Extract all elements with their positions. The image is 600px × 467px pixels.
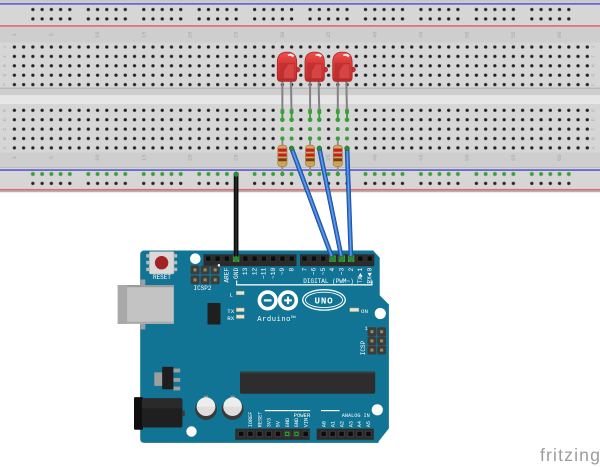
svg-text:5: 5 [48,33,55,36]
svg-text:5: 5 [48,156,55,159]
svg-text:0: 0 [366,268,373,272]
svg-text:A5: A5 [366,421,372,427]
svg-text:I: I [590,55,596,58]
svg-text:G: G [590,74,596,77]
svg-text:30: 30 [279,31,286,38]
svg-text:J: J [2,45,8,48]
svg-text:1: 1 [357,268,364,272]
svg-text:VIN: VIN [303,418,309,427]
svg-text:A4: A4 [357,421,363,427]
svg-text:60: 60 [556,154,563,161]
svg-text:~10: ~10 [270,268,277,279]
svg-text:POWER: POWER [294,412,311,419]
svg-text:50: 50 [464,31,471,38]
svg-text:D: D [2,118,8,121]
svg-text:D: D [590,118,596,121]
svg-text:A1: A1 [330,421,336,427]
svg-text:10: 10 [94,31,101,38]
svg-text:G: G [2,74,8,77]
svg-text:A3: A3 [348,421,354,427]
svg-text:UNO: UNO [315,295,334,306]
svg-text:I: I [2,55,8,58]
svg-text:3V3: 3V3 [267,418,273,427]
svg-text:C: C [590,128,596,131]
svg-text:A0: A0 [321,421,327,427]
svg-text:55: 55 [510,31,517,38]
svg-text:AREF: AREF [224,268,231,283]
svg-text:ICSP2: ICSP2 [193,285,211,292]
svg-text:60: 60 [556,31,563,38]
svg-text:A2: A2 [339,421,345,427]
svg-text:ANALOG IN: ANALOG IN [342,413,370,419]
svg-text:13: 13 [242,268,249,276]
svg-text:B: B [590,137,596,140]
svg-text:H: H [590,64,596,67]
svg-text:RESET: RESET [257,412,263,428]
svg-text:8: 8 [288,268,295,272]
svg-text:C: C [2,128,8,131]
svg-text:GND: GND [294,418,300,427]
svg-text:RX: RX [227,315,234,322]
svg-text:TX: TX [357,276,364,284]
svg-text:20: 20 [187,154,194,161]
svg-text:7: 7 [301,268,308,272]
svg-text:45: 45 [418,154,425,161]
svg-text:40: 40 [371,154,378,161]
svg-text:20: 20 [187,31,194,38]
svg-text:DIGITAL (PWM~): DIGITAL (PWM~) [303,278,353,285]
svg-text:Arduino™: Arduino™ [257,315,296,324]
svg-text:E: E [590,109,596,112]
svg-text:B: B [2,137,8,140]
svg-text:1: 1 [11,32,18,36]
svg-text:F: F [590,83,596,86]
svg-text:15: 15 [140,154,147,161]
svg-text:A: A [590,146,596,149]
svg-text:~11: ~11 [261,268,268,279]
svg-text:ON: ON [361,308,368,315]
svg-text:1: 1 [365,326,368,332]
svg-text:1: 1 [11,155,18,159]
svg-text:~6: ~6 [311,268,318,276]
svg-text:J: J [590,45,596,48]
svg-text:2: 2 [348,268,355,272]
svg-text:40: 40 [371,31,378,38]
svg-text:~5: ~5 [320,268,327,276]
svg-text:L: L [229,291,233,298]
svg-text:25: 25 [233,31,240,38]
svg-text:5V: 5V [276,420,282,427]
svg-text:25: 25 [233,154,240,161]
svg-text:H: H [2,64,8,67]
svg-text:TX: TX [227,308,234,315]
svg-text:10: 10 [94,154,101,161]
svg-text:RESET: RESET [153,274,171,281]
svg-text:E: E [2,109,8,112]
svg-text:~9: ~9 [279,268,286,276]
svg-text:35: 35 [325,31,332,38]
svg-text:45: 45 [418,31,425,38]
svg-text:~3: ~3 [339,268,346,276]
svg-text:50: 50 [464,154,471,161]
svg-text:15: 15 [140,31,147,38]
svg-text:GND: GND [233,268,240,279]
svg-text:12: 12 [251,268,258,276]
svg-text:A: A [2,146,8,149]
svg-text:GND: GND [285,418,291,427]
svg-text:IOREF: IOREF [248,412,254,428]
svg-text:fritzing: fritzing [540,445,600,465]
svg-text:RX: RX [366,276,373,284]
svg-text:F: F [2,83,8,86]
svg-text:ICSP: ICSP [360,340,367,355]
svg-text:35: 35 [325,154,332,161]
svg-text:4: 4 [329,268,336,272]
svg-text:55: 55 [510,154,517,161]
